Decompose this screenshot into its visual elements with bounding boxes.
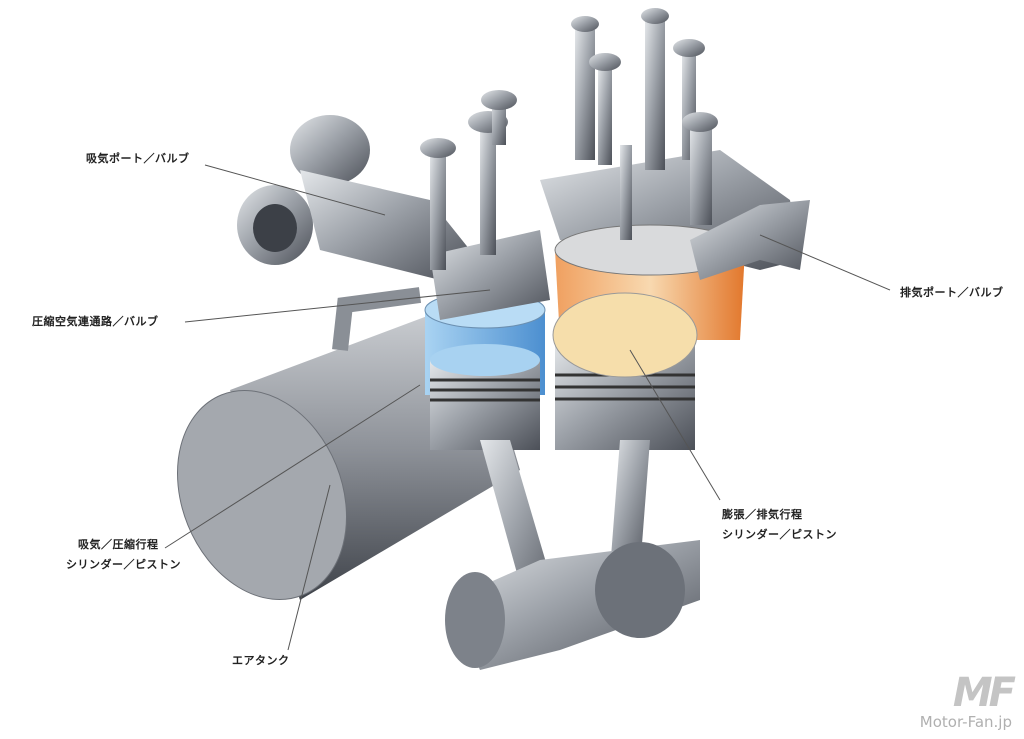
- crankshaft: [445, 440, 700, 670]
- label-air-tank: エアタンク: [232, 654, 290, 667]
- label-expansion-cylinder: シリンダー／ピストン: [722, 528, 837, 541]
- label-intake-stroke: 吸気／圧縮行程: [78, 538, 159, 551]
- exhaust-port: [690, 200, 810, 280]
- label-intake-cylinder: シリンダー／ピストン: [66, 558, 181, 571]
- intake-piston: [430, 344, 540, 450]
- intake-head: [430, 230, 550, 320]
- label-intake-port: 吸気ポート／バルブ: [86, 152, 190, 165]
- label-expansion-stroke: 膨張／排気行程: [722, 508, 803, 521]
- logo-mark: MF: [952, 670, 1016, 716]
- valve-springs: [420, 8, 718, 270]
- label-exhaust-port: 排気ポート／バルブ: [900, 286, 1004, 299]
- label-compressed-air-passage: 圧縮空気連通路／バルブ: [32, 315, 159, 328]
- logo-text: Motor-Fan.jp: [919, 713, 1012, 731]
- turbocharger: [237, 115, 470, 280]
- motor-fan-logo: MF Motor-Fan.jp: [919, 670, 1016, 731]
- leader-lines: [164, 164, 891, 651]
- exhaust-piston: [552, 292, 698, 450]
